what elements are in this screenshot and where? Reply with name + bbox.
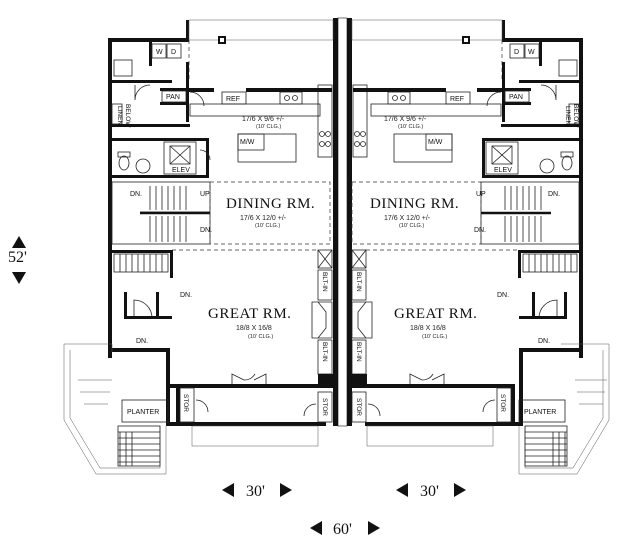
pantry-label-right: PAN (509, 94, 523, 101)
built-in-label-left-1: BLT-IN (321, 272, 328, 292)
stair-treads-right-lower (528, 254, 572, 272)
kitchen-dims-right: 17/6 X 9/6 +/- (384, 116, 427, 123)
entry-down-label-left: DN. (180, 292, 192, 299)
stair-down-label-left-1: DN. (130, 191, 142, 198)
dining-dims-right: 17/6 X 12/0 +/- (384, 215, 431, 222)
arrow-left-icon (222, 483, 234, 497)
storage-label-left-1: STOR (182, 394, 189, 412)
ref-label-right: REF (450, 96, 464, 103)
arrow-up-icon (12, 236, 26, 248)
stair-down-label-right-2: DN. (474, 227, 486, 234)
stair-up-label-left: UP (200, 191, 210, 198)
arrow-left-icon (396, 483, 408, 497)
ref-label-left: REF (226, 96, 240, 103)
left-unit: W D PAN LINEN BELOW REF 17/6 X 9/6 +/- (… (63, 42, 333, 475)
below-label-right: BELOW (572, 104, 579, 128)
great-dims-right: 18/8 X 16/8 (410, 325, 446, 332)
kitchen-dims-left: 17/6 X 9/6 +/- (242, 116, 285, 123)
pantry-label-left: PAN (166, 94, 180, 101)
dryer-label: D (171, 49, 176, 56)
storage-label-right-2: STOR (355, 398, 362, 416)
great-dims-left: 18/8 X 16/8 (236, 325, 272, 332)
great-clg-left: (10' CLG.) (248, 334, 273, 340)
elevator-label-right: ELEV (494, 167, 512, 174)
kitchen-clg-right: (10' CLG.) (398, 124, 423, 130)
kitchen-clg-left: (10' CLG.) (256, 124, 281, 130)
left-unit-width: 30' (246, 483, 265, 500)
dimension-depth: 52' (8, 236, 27, 284)
arrow-right-icon (280, 483, 292, 497)
below-label-left: BELOW (124, 104, 131, 128)
dimension-total: 60' (310, 521, 380, 537)
washer-label: W (156, 49, 163, 56)
microwave-label-left: M/W (240, 139, 255, 146)
linen-label-left: LINEN (116, 106, 123, 125)
front-steps-left (117, 425, 161, 467)
dimension-right-unit: 30' (396, 483, 466, 500)
rear-patios (188, 19, 503, 80)
right-unit: D W PAN LINEN BELOW REF 17/6 X 9/6 +/- (… (351, 42, 610, 475)
stair-treads-right (504, 186, 542, 242)
dining-room-title-left: DINING RM. (226, 196, 315, 212)
lower-down-label-left: DN. (136, 338, 148, 345)
total-width: 60' (333, 521, 352, 537)
built-in-label-right-2: BLT-IN (355, 342, 362, 362)
stair-treads-left-lower (119, 254, 163, 272)
stair-down-label-right-1: DN. (548, 191, 560, 198)
front-steps-right (524, 425, 568, 467)
stair-treads-left (149, 186, 187, 242)
dining-clg-left: (10' CLG.) (255, 223, 280, 229)
washer-label-right: W (528, 49, 535, 56)
dimension-left-unit: 30' (222, 483, 292, 500)
elevator-label-left: ELEV (172, 167, 190, 174)
exterior-walls (108, 17, 583, 427)
microwave-label-right: M/W (428, 139, 443, 146)
lower-down-label-right: DN. (538, 338, 550, 345)
arrow-down-icon (12, 272, 26, 284)
great-room-title-right: GREAT RM. (394, 306, 477, 322)
arrow-left-icon (310, 521, 322, 535)
dryer-label-right: D (514, 49, 519, 56)
built-in-label-right-1: BLT-IN (355, 272, 362, 292)
built-in-label-left-2: BLT-IN (321, 342, 328, 362)
arrow-right-icon (368, 521, 380, 535)
great-clg-right: (10' CLG.) (422, 334, 447, 340)
dining-clg-right: (10' CLG.) (399, 223, 424, 229)
entry-down-label-right: DN. (497, 292, 509, 299)
great-room-title-left: GREAT RM. (208, 306, 291, 322)
dining-room-title-right: DINING RM. (370, 196, 459, 212)
stair-down-label-left-2: DN. (200, 227, 212, 234)
linen-label-right: LINEN (564, 106, 571, 125)
planter-label-right: PLANTER (524, 409, 556, 416)
depth-dimension: 52' (8, 249, 27, 266)
storage-label-right-1: STOR (499, 394, 506, 412)
dining-dims-left: 17/6 X 12/0 +/- (240, 215, 287, 222)
planter-label-left: PLANTER (127, 409, 159, 416)
arrow-right-icon (454, 483, 466, 497)
right-unit-width: 30' (420, 483, 439, 500)
storage-label-left-2: STOR (321, 398, 328, 416)
